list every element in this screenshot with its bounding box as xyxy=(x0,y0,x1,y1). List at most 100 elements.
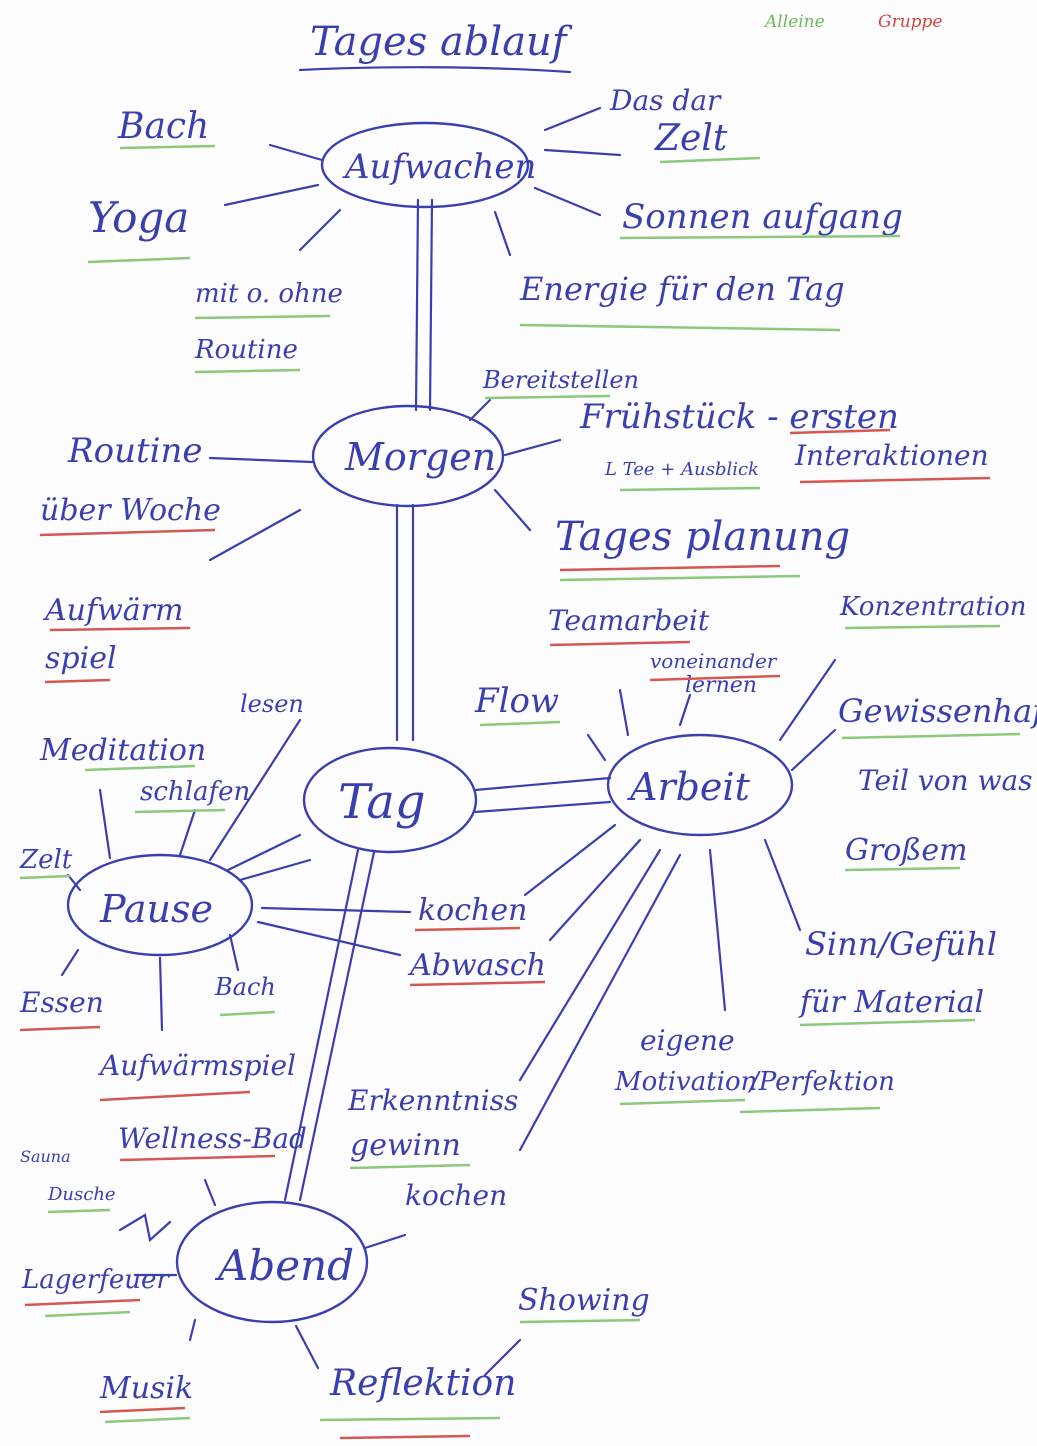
branch-voneinander xyxy=(618,688,630,737)
branch-planung xyxy=(493,488,532,532)
node-tag: Tag xyxy=(338,774,426,830)
branch-motivation xyxy=(708,848,727,1012)
branch-flow xyxy=(586,733,607,762)
branch-wellness xyxy=(203,1178,217,1207)
label-routine-woche-1: Routine xyxy=(67,431,203,471)
label-teamarbeit: Teamarbeit xyxy=(548,604,710,637)
branch-kochen-abend-short xyxy=(363,1233,407,1250)
branch-sonnenaufgang xyxy=(533,186,602,217)
label-interaktionen: Interaktionen xyxy=(794,439,989,472)
branch-showing xyxy=(483,1338,522,1377)
underline-essen xyxy=(19,1025,101,1032)
connector-tag-arbeit-b xyxy=(473,800,612,814)
underline-flow xyxy=(479,720,561,727)
branch-energie xyxy=(493,210,512,257)
legend-alone: Alleine xyxy=(763,12,825,32)
underline-abwasch xyxy=(409,980,546,987)
branch-dasdar xyxy=(543,106,602,132)
underline-routine-line1 xyxy=(194,314,331,320)
underline-showing xyxy=(519,1318,641,1324)
label-routine-line2: Routine xyxy=(194,335,298,365)
underline-voneinander xyxy=(649,674,781,682)
branch-zelt xyxy=(543,148,622,157)
node-pause: Pause xyxy=(99,887,213,931)
label-musik: Musik xyxy=(99,1371,193,1406)
branch-lesen xyxy=(208,718,302,862)
node-arbeit: Arbeit xyxy=(627,765,751,809)
label-grossem: Großem xyxy=(845,833,968,868)
branch-routine-woche xyxy=(208,456,314,464)
branch-aufwaermspiel xyxy=(158,956,164,1032)
label-bereitstellen: Bereitstellen xyxy=(482,366,639,394)
branch-pause-tag-2 xyxy=(238,858,312,882)
underline-aufwaerm-2 xyxy=(44,678,111,684)
underline-reflektion-green xyxy=(319,1416,501,1422)
label-abwasch: Abwasch xyxy=(407,948,546,983)
node-aufwachen: Aufwachen xyxy=(342,147,536,187)
underline-gewissenhaft xyxy=(841,732,1021,740)
branch-pause-tag-1 xyxy=(226,833,302,872)
label-sauna: Sauna xyxy=(20,1147,71,1166)
underline-planung-green xyxy=(559,574,801,582)
connector-aufwachen-morgen-a xyxy=(414,198,420,412)
node-aufwachen-ellipse xyxy=(320,121,530,209)
underline-reflektion-red xyxy=(339,1434,471,1440)
underline-zelt-pause xyxy=(19,874,71,880)
label-kochen-pause: kochen xyxy=(418,893,527,928)
label-teil: Teil von was xyxy=(858,764,1033,797)
branch-lernen xyxy=(678,693,692,727)
label-showing: Showing xyxy=(518,1283,650,1318)
label-aufwaerm-1: Aufwärm xyxy=(42,593,183,628)
branch-bereitstellen xyxy=(468,398,492,422)
branch-zelt-pause xyxy=(66,873,82,892)
label-aufwaerm-2: spiel xyxy=(45,641,117,676)
label-wellness: Wellness-Bad xyxy=(118,1122,307,1155)
label-routine-line1: mit o. ohne xyxy=(195,279,343,309)
underline-musik-green xyxy=(104,1416,191,1424)
branch-essen xyxy=(60,948,80,977)
branch-sinn xyxy=(763,838,802,932)
label-eigene: eigene xyxy=(640,1024,735,1057)
diagram-title: Tages ablauf xyxy=(310,19,573,65)
label-lesen: lesen xyxy=(240,690,304,718)
underline-meditation xyxy=(84,764,196,772)
branch-musik xyxy=(188,1318,197,1342)
node-abend: Abend xyxy=(214,1241,354,1290)
label-sonnenaufgang: Sonnen aufgang xyxy=(622,197,903,237)
underline-bereitstellen-green xyxy=(484,394,611,400)
title-underline xyxy=(298,66,572,74)
branch-abwasch-arbeit xyxy=(548,838,642,942)
underline-lagerfeuer-red xyxy=(24,1298,141,1307)
underline-routine-woche xyxy=(39,528,216,537)
branch-bach xyxy=(268,143,324,162)
node-arbeit-ellipse xyxy=(606,733,794,837)
underline-aufwaermspiel xyxy=(99,1090,251,1102)
label-schlafen: schlafen xyxy=(140,777,250,807)
underline-kochen-pause xyxy=(414,926,521,932)
underline-aufwaerm-1 xyxy=(49,626,191,632)
label-dusche: Dusche xyxy=(47,1184,116,1205)
label-zelt-pause: Zelt xyxy=(19,845,73,875)
connector-tag-abend-a xyxy=(283,848,360,1202)
branch-fruehstueck xyxy=(503,438,562,457)
underline-schlafen xyxy=(134,808,226,814)
underline-interaktionen xyxy=(799,476,991,484)
label-erkenntnis-1: Erkenntniss xyxy=(347,1084,518,1117)
underline-routine-line2 xyxy=(194,368,301,374)
node-morgen: Morgen xyxy=(344,435,496,479)
underline-motivation xyxy=(619,1098,746,1106)
underline-perfektion xyxy=(739,1106,881,1114)
underline-teamarbeit xyxy=(549,640,691,647)
node-morgen-ellipse xyxy=(311,404,505,508)
underline-zelt xyxy=(659,156,761,164)
branch-kochen xyxy=(260,906,412,914)
branch-reflektion xyxy=(294,1324,320,1370)
label-bach-pause: Bach xyxy=(214,973,276,1001)
branch-gewissenhaft xyxy=(790,728,837,772)
underline-material xyxy=(799,1018,976,1027)
underline-dusche xyxy=(47,1208,111,1214)
branch-bach-pause xyxy=(228,933,240,972)
branch-kochen-arbeit xyxy=(523,823,617,897)
